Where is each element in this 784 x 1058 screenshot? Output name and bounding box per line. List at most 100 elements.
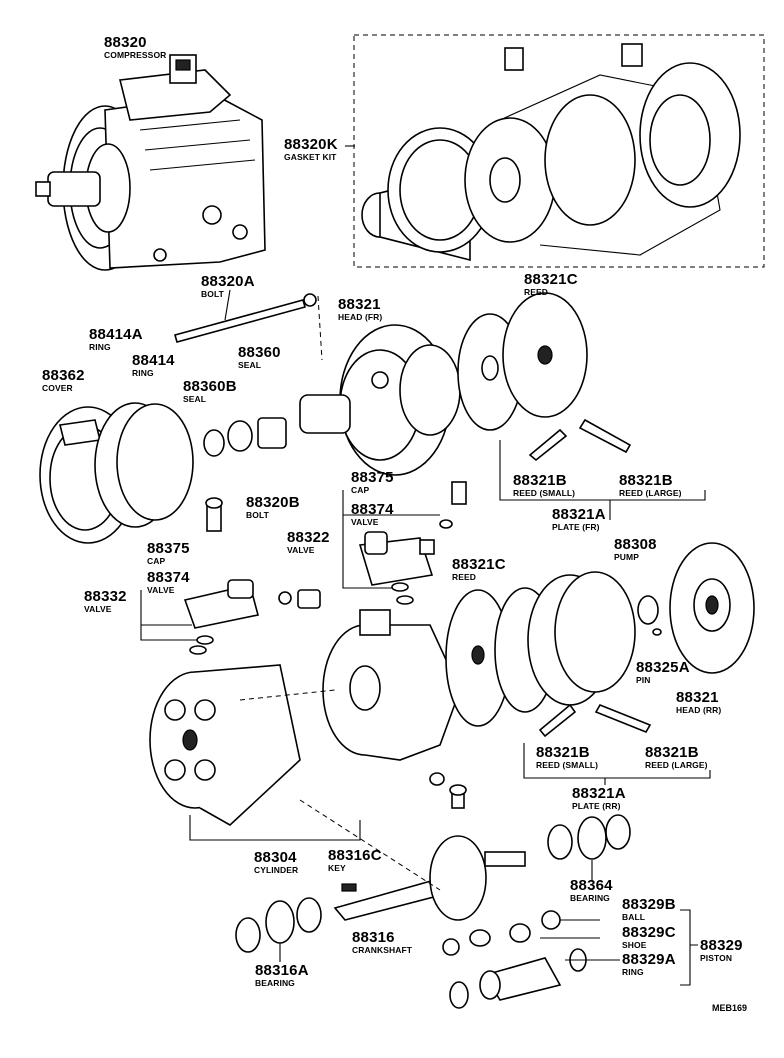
- part-number: 88329: [700, 937, 743, 954]
- pump-drawing: [637, 595, 659, 625]
- part-name: VALVE: [147, 585, 175, 595]
- part-number: 88322: [287, 529, 330, 546]
- label-88320: 88320 COMPRESSOR: [104, 35, 166, 60]
- part-number: 88329A: [622, 951, 676, 968]
- part-number: 88414: [132, 352, 175, 369]
- part-number: 88316: [352, 929, 395, 946]
- bolt-small-drawing: [429, 772, 467, 809]
- part-name: BEARING: [255, 978, 295, 988]
- part-number: 88360B: [183, 378, 237, 395]
- compressor-drawing: [35, 54, 266, 271]
- part-number: 88308: [614, 536, 657, 553]
- part-name: RING: [622, 967, 644, 977]
- part-number: 88320B: [246, 494, 300, 511]
- crankshaft-drawing: [333, 835, 526, 921]
- part-name: CAP: [351, 485, 370, 495]
- part-name: SEAL: [183, 394, 207, 404]
- part-name: SEAL: [238, 360, 262, 370]
- label-88329: 88329 PISTON: [700, 938, 743, 963]
- part-name: REED (LARGE): [619, 488, 682, 498]
- plate-rear-drawing: [494, 571, 636, 713]
- part-name: PUMP: [614, 552, 639, 562]
- label-88321B-small-fr: 88321B REED (SMALL): [513, 473, 575, 498]
- part-name: PIN: [636, 675, 651, 685]
- part-number: 88320K: [284, 136, 338, 153]
- part-name: REED (LARGE): [645, 760, 708, 770]
- part-name: HEAD (RR): [676, 705, 722, 715]
- part-name: VALVE: [84, 604, 112, 614]
- label-88321B-large-rr: 88321B REED (LARGE): [645, 745, 708, 770]
- label-88325A: 88325A PIN: [636, 660, 690, 685]
- part-name: REED: [524, 287, 549, 297]
- part-name: BEARING: [570, 893, 610, 903]
- reed-plate-front-drawing: [457, 292, 588, 431]
- label-88332: 88332 VALVE: [84, 589, 127, 614]
- head-front-drawing: [299, 324, 461, 476]
- part-number: 88375: [351, 469, 394, 486]
- part-number: 88316C: [328, 847, 382, 864]
- reeds-small-large-fr-drawing: [528, 418, 632, 462]
- label-88329C: 88329C SHOE: [622, 925, 676, 950]
- part-name: CRANKSHAFT: [352, 945, 413, 955]
- part-name: COVER: [42, 383, 73, 393]
- part-name: SHOE: [622, 940, 647, 950]
- label-88320B: 88320B BOLT: [246, 495, 300, 520]
- label-88320A: 88320A BOLT: [201, 274, 255, 299]
- seal-b-drawing: [203, 429, 225, 457]
- label-88360B: 88360B SEAL: [183, 379, 237, 404]
- part-number: 88320A: [201, 273, 255, 290]
- seal-drawing: [227, 420, 253, 452]
- valve-88332-drawing: [183, 579, 321, 629]
- bolt-long-drawing: [174, 289, 317, 343]
- part-name: HEAD (FR): [338, 312, 383, 322]
- part-name: GASKET KIT: [284, 152, 337, 162]
- part-name: PLATE (FR): [552, 522, 600, 532]
- label-88321A-fr: 88321A PLATE (FR): [552, 507, 606, 532]
- label-88321B-small-rr: 88321B REED (SMALL): [536, 745, 598, 770]
- label-88316A: 88316A BEARING: [255, 963, 309, 988]
- label-88360: 88360 SEAL: [238, 345, 281, 370]
- part-number: 88374: [351, 501, 394, 518]
- bolt-short-drawing: [205, 497, 223, 532]
- ring-drawing: [116, 403, 194, 521]
- label-88322: 88322 VALVE: [287, 530, 330, 555]
- part-name: BALL: [622, 912, 646, 922]
- bearing-front-drawing: [547, 814, 631, 860]
- label-88316C: 88316C KEY: [328, 848, 382, 873]
- pin-drawing: [652, 628, 662, 636]
- part-number: 88321: [338, 296, 381, 313]
- part-name: BOLT: [246, 510, 269, 520]
- label-88321B-large-fr: 88321B REED (LARGE): [619, 473, 682, 498]
- part-number: 88321B: [619, 472, 673, 489]
- cylinder-rear-drawing: [149, 664, 301, 826]
- part-number: 88321B: [536, 744, 590, 761]
- part-number: 88414A: [89, 326, 143, 343]
- part-number: 88321A: [552, 506, 606, 523]
- part-number: 88321C: [452, 556, 506, 573]
- part-number: 88320: [104, 34, 147, 51]
- part-number: 88375: [147, 540, 190, 557]
- label-88320K: 88320K GASKET KIT: [284, 137, 338, 162]
- head-rear-drawing: [669, 542, 755, 674]
- part-name: RING: [132, 368, 154, 378]
- part-number: 88316A: [255, 962, 309, 979]
- valve-88322-drawing: [358, 481, 467, 586]
- part-name: KEY: [328, 863, 346, 873]
- part-name: RING: [89, 342, 111, 352]
- cylinder-front-drawing: [322, 609, 461, 761]
- part-name: REED: [452, 572, 477, 582]
- label-88364: 88364 BEARING: [570, 878, 613, 903]
- figure-code: MEB169: [712, 1003, 748, 1013]
- part-name: REED (SMALL): [536, 760, 599, 770]
- part-number: 88360: [238, 344, 281, 361]
- part-name: PLATE (RR): [572, 801, 621, 811]
- label-88321A-rr: 88321A PLATE (RR): [572, 786, 626, 811]
- part-number: 88329C: [622, 924, 676, 941]
- label-88374-top: 88374 VALVE: [351, 502, 394, 527]
- part-name: VALVE: [351, 517, 379, 527]
- label-88316: 88316 CRANKSHAFT: [352, 930, 412, 955]
- part-name: VALVE: [287, 545, 315, 555]
- label-88321C-top: 88321C REED: [524, 272, 578, 297]
- part-number: 88332: [84, 588, 127, 605]
